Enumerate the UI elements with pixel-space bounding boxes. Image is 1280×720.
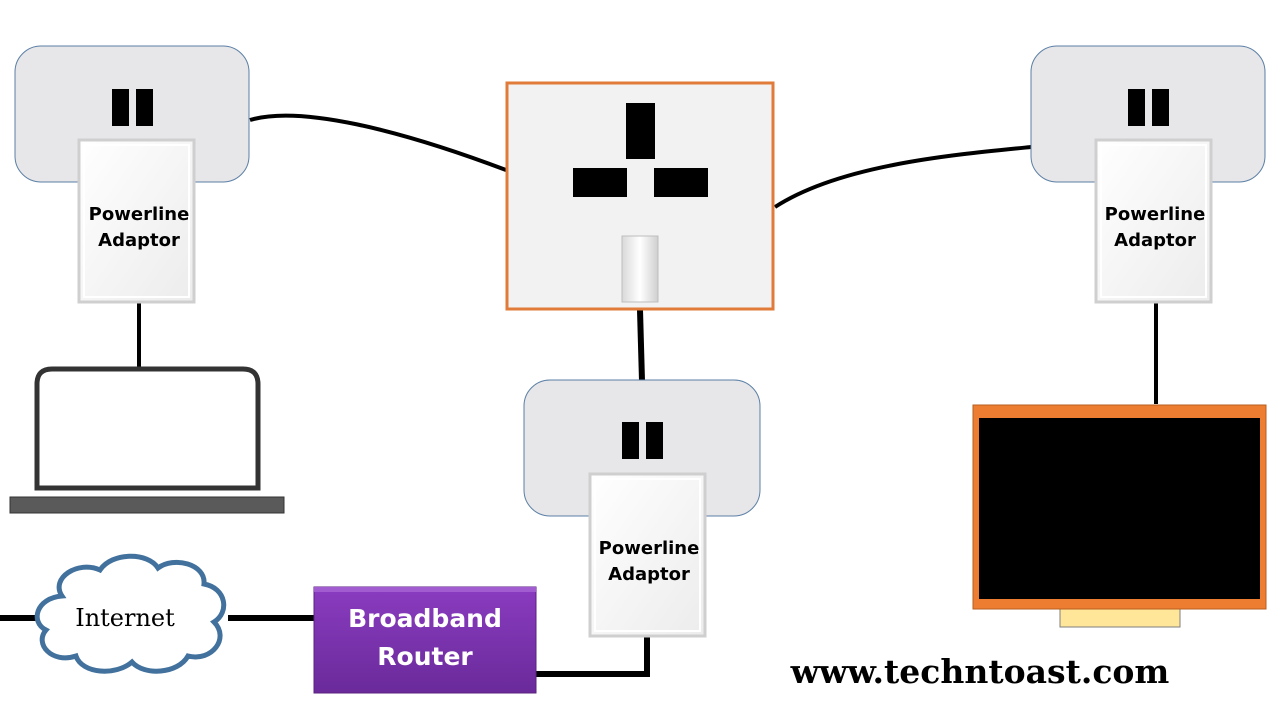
bottom-powerline-adaptor: [588, 472, 707, 638]
bottom-adaptor-label: Powerline Adaptor: [589, 536, 709, 588]
plug-slot-icon: [1128, 89, 1145, 126]
router-label: Broadband Router: [314, 600, 536, 676]
adaptor-label-line2: Adaptor: [608, 564, 690, 585]
monitor-icon: [972, 404, 1267, 628]
broadband-router: [313, 586, 537, 694]
left-powerline-adaptor: [77, 138, 196, 304]
internet-cloud-icon: [34, 553, 227, 674]
wall-socket: [505, 81, 775, 311]
plug-slot-icon: [622, 422, 639, 459]
plug-slot-icon: [112, 89, 129, 126]
cable-router-to-bottom-adaptor: [536, 635, 650, 677]
laptop-icon: [9, 366, 285, 514]
neutral-pin-slot-icon: [654, 168, 708, 197]
adaptor-label-line2: Adaptor: [1114, 230, 1196, 251]
left-adaptor-label: Powerline Adaptor: [79, 202, 199, 254]
cable-socket-to-bottom-plate: [637, 309, 645, 382]
internet-label: Internet: [75, 604, 175, 632]
socket-switch: [621, 235, 659, 303]
plug-slot-icon: [1152, 89, 1169, 126]
cables: [0, 113, 1158, 677]
cable-socket-to-right-plate: [773, 145, 1032, 209]
earth-pin-slot-icon: [626, 103, 655, 159]
adaptor-label-line1: Powerline: [88, 204, 190, 225]
website-url: www.techntoast.com: [790, 652, 1170, 691]
adaptor-label-line1: Powerline: [1104, 204, 1206, 225]
right-powerline-adaptor: [1094, 138, 1213, 304]
plug-slot-icon: [646, 422, 663, 459]
adaptor-label-line1: Powerline: [598, 538, 700, 559]
router-label-line1: Broadband: [348, 604, 502, 633]
right-adaptor-label: Powerline Adaptor: [1095, 202, 1215, 254]
live-pin-slot-icon: [573, 168, 627, 197]
adaptor-label-line2: Adaptor: [98, 230, 180, 251]
router-label-line2: Router: [377, 642, 473, 671]
cable-left-plate-to-socket: [249, 113, 507, 172]
plug-slot-icon: [136, 89, 153, 126]
